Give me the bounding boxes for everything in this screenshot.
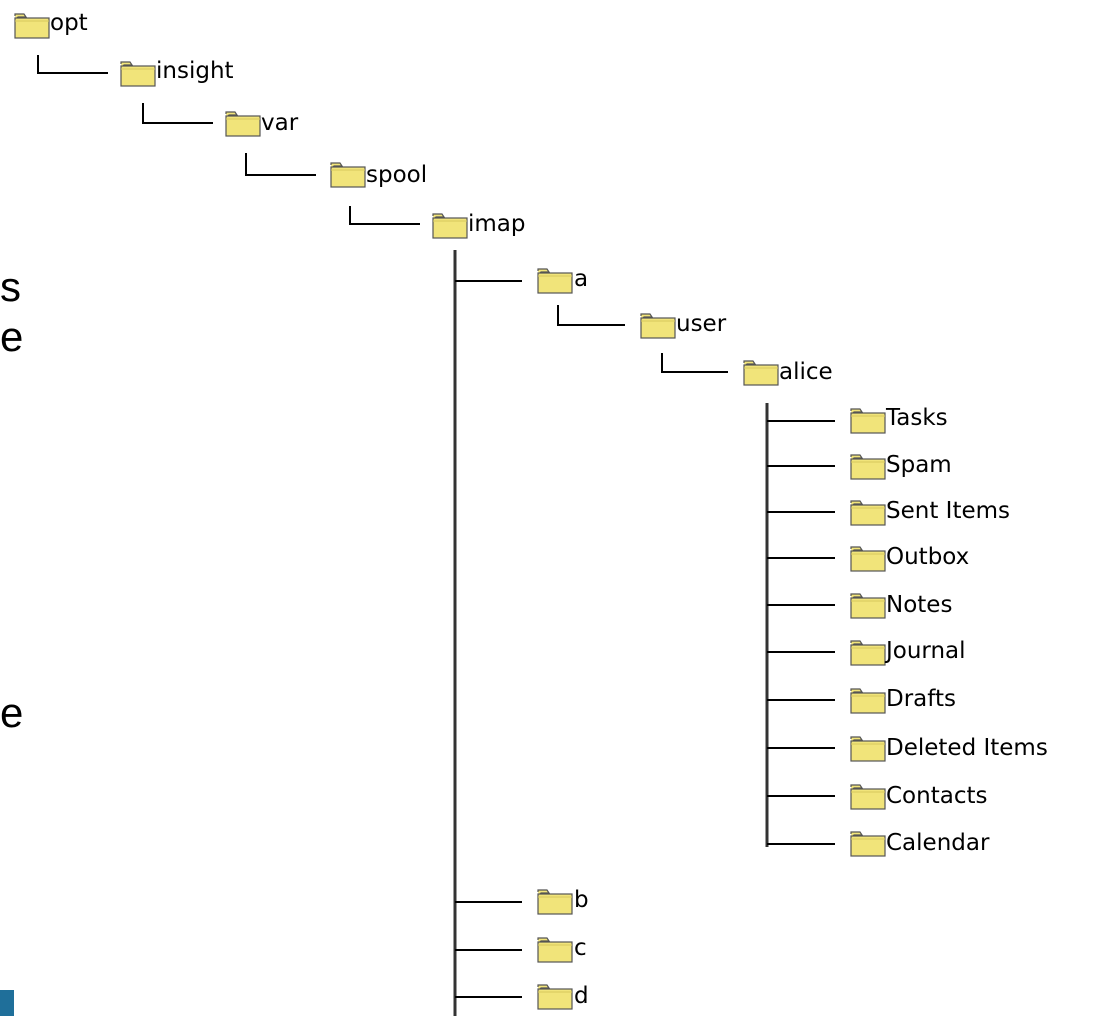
tree-node-deleted-items[interactable]: Deleted Items xyxy=(850,735,1048,762)
node-label: a xyxy=(574,266,588,292)
tree-node-contacts[interactable]: Contacts xyxy=(850,783,987,810)
sub-chain-connectors xyxy=(557,305,728,373)
node-label: opt xyxy=(50,10,88,36)
tree-node-var[interactable]: var xyxy=(225,110,299,137)
node-label: Deleted Items xyxy=(886,735,1048,761)
tree-node-journal[interactable]: Journal xyxy=(850,638,966,666)
folder-icon xyxy=(850,593,886,619)
folder-icon xyxy=(850,831,886,857)
side-text-e2: e xyxy=(0,689,24,736)
folder-icon xyxy=(850,688,886,714)
node-label: alice xyxy=(779,359,833,385)
folder-icon xyxy=(537,937,573,963)
folder-icon xyxy=(432,213,468,239)
node-label: Spam xyxy=(886,452,952,478)
tree-node-tasks[interactable]: Tasks xyxy=(850,405,948,434)
folder-icon xyxy=(850,454,886,480)
tree-node-spam[interactable]: Spam xyxy=(850,452,952,480)
node-label: Contacts xyxy=(886,783,987,809)
node-label: Outbox xyxy=(886,544,969,570)
tree-node-insight[interactable]: insight xyxy=(120,58,234,87)
tree-node-drafts[interactable]: Drafts xyxy=(850,686,956,714)
folder-icon xyxy=(850,546,886,572)
folder-icon xyxy=(640,313,676,339)
tree-node-calendar[interactable]: Calendar xyxy=(850,830,990,857)
slide-accent-block xyxy=(0,990,14,1016)
folder-icon xyxy=(225,111,261,137)
folder-icon xyxy=(850,408,886,434)
node-label: d xyxy=(574,983,589,1009)
node-label: var xyxy=(261,110,299,136)
folder-icon xyxy=(537,889,573,915)
tree-node-d[interactable]: d xyxy=(537,983,589,1010)
side-text-s: s xyxy=(0,263,21,310)
folder-icon xyxy=(330,162,366,188)
folder-icon xyxy=(850,500,886,526)
node-label: c xyxy=(574,935,587,961)
tree-node-c[interactable]: c xyxy=(537,935,587,963)
node-label: spool xyxy=(366,162,427,188)
folder-icon xyxy=(850,640,886,666)
tree-node-outbox[interactable]: Outbox xyxy=(850,544,969,572)
imap-branches xyxy=(455,280,522,998)
node-label: insight xyxy=(156,58,234,84)
folder-icon xyxy=(537,268,573,294)
node-label: imap xyxy=(468,211,526,237)
node-label: b xyxy=(574,887,589,913)
folder-icon xyxy=(120,61,156,87)
node-label: Drafts xyxy=(886,686,956,712)
tree-node-notes[interactable]: Notes xyxy=(850,592,952,619)
side-text-e1: e xyxy=(0,313,24,360)
tree-node-opt[interactable]: opt xyxy=(14,10,88,39)
folder-icon xyxy=(850,784,886,810)
alice-branches xyxy=(767,420,835,845)
folder-icon xyxy=(14,13,50,39)
tree-node-alice[interactable]: alice xyxy=(743,359,833,386)
tree-node-b[interactable]: b xyxy=(537,887,589,915)
node-label: Tasks xyxy=(885,405,948,431)
tree-node-user[interactable]: user xyxy=(640,311,727,339)
folder-icon xyxy=(743,360,779,386)
folder-icon xyxy=(537,984,573,1010)
node-label: Notes xyxy=(886,592,952,618)
node-label: user xyxy=(676,311,727,337)
tree-node-spool[interactable]: spool xyxy=(330,162,427,188)
tree-node-sent-items[interactable]: Sent Items xyxy=(850,498,1010,526)
node-label: Calendar xyxy=(886,830,990,856)
node-label: Sent Items xyxy=(886,498,1010,524)
chain-connectors xyxy=(37,55,420,225)
tree-node-a[interactable]: a xyxy=(537,266,588,294)
node-label: Journal xyxy=(884,638,966,664)
folder-icon xyxy=(850,736,886,762)
tree-node-imap[interactable]: imap xyxy=(432,211,526,239)
